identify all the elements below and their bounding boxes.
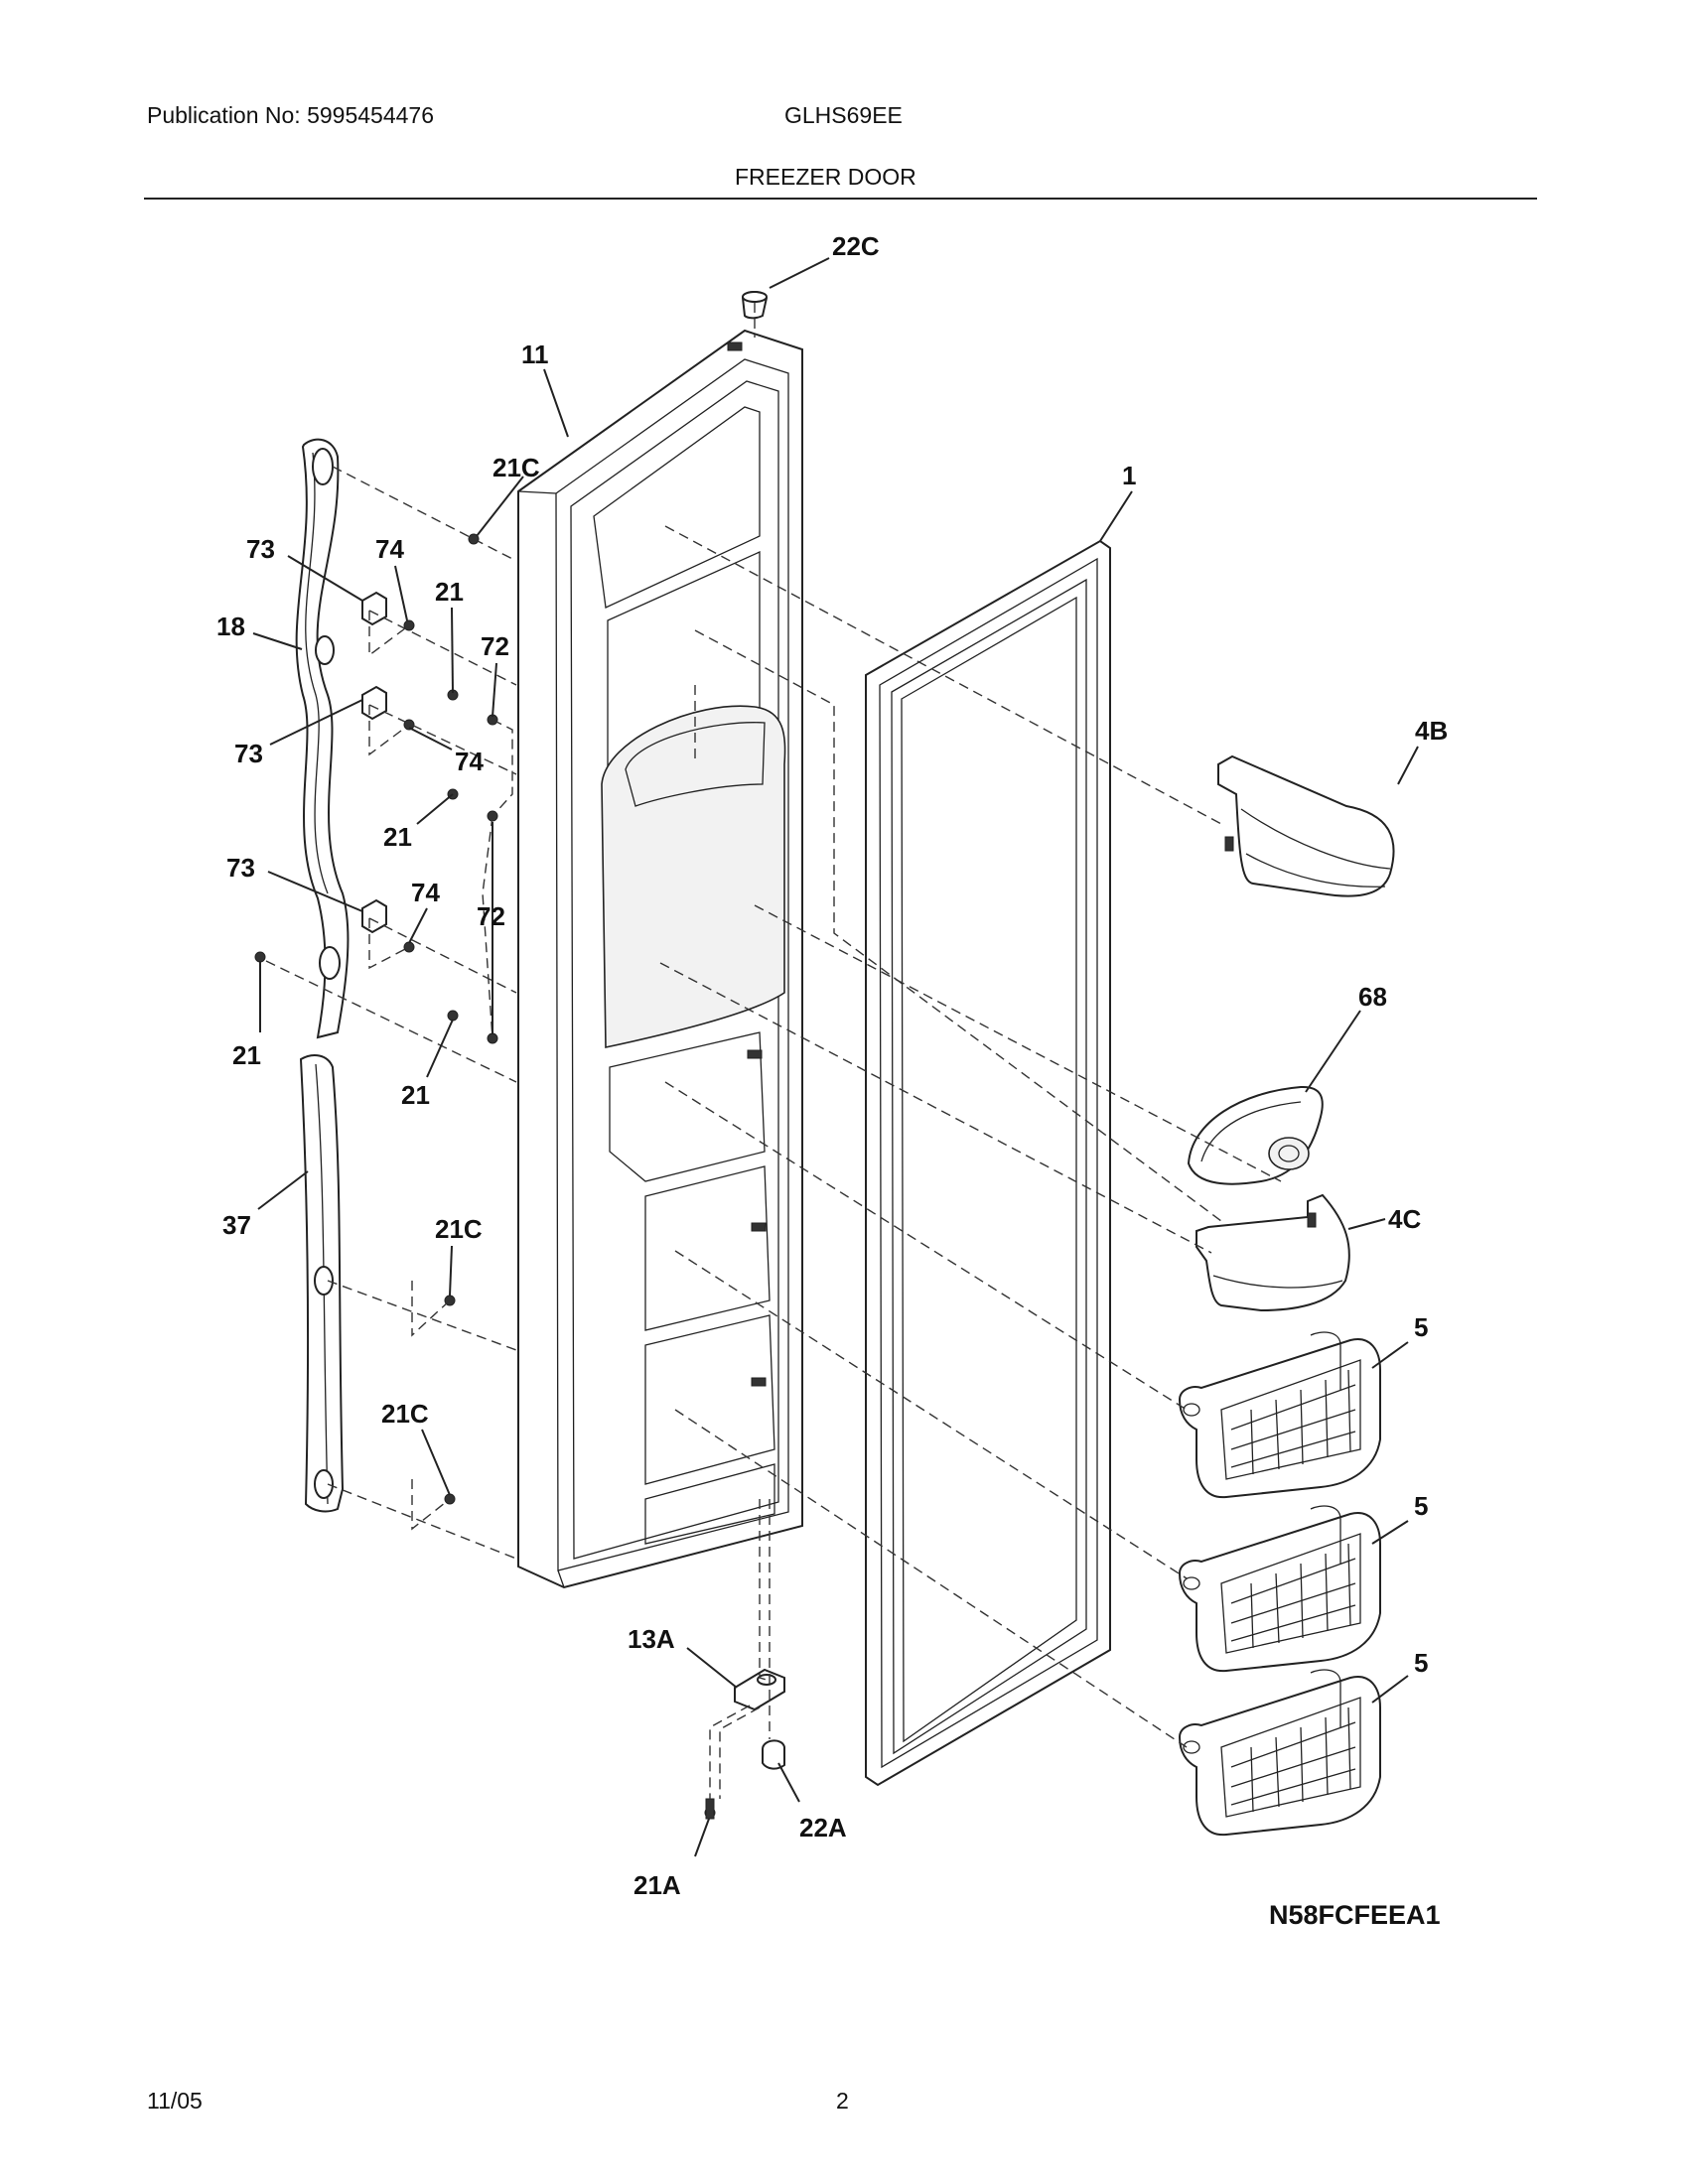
header-rule — [144, 198, 1537, 200]
wire-basket-5-c — [1178, 1669, 1381, 1837]
footer-date: 11/05 — [147, 2088, 203, 2114]
callout-4B: 4B — [1415, 716, 1448, 746]
handle-upper-18 — [295, 438, 350, 1039]
bottom-hinge-parts — [705, 1668, 785, 1820]
model-number: GLHS69EE — [784, 102, 903, 128]
publication-number: Publication No: 5995454476 — [147, 102, 435, 128]
callout-22C: 22C — [832, 231, 880, 261]
callout-4C: 4C — [1388, 1204, 1421, 1234]
page-number: 2 — [836, 2088, 849, 2114]
leader-lines — [252, 257, 1419, 1857]
callout-74-c: 74 — [411, 878, 440, 907]
handle-lower-37 — [299, 1054, 345, 1513]
callout-5-c: 5 — [1414, 1648, 1428, 1678]
callout-5-a: 5 — [1414, 1312, 1428, 1342]
callout-73-a: 73 — [246, 534, 275, 564]
wire-basket-5-b — [1178, 1505, 1381, 1673]
door-outer-panel — [517, 329, 803, 1589]
diagram-code: N58FCFEEA1 — [1269, 1900, 1441, 1930]
callout-21A: 21A — [633, 1870, 681, 1900]
callout-labels: 22C 11 21C 1 73 74 21 72 18 73 74 21 73 … — [216, 231, 1448, 1930]
ice-chute-68 — [1187, 1085, 1324, 1185]
callout-21-a: 21 — [435, 577, 464, 607]
door-bin-4C — [1196, 1193, 1350, 1312]
handle-clips-73 — [361, 591, 387, 934]
callout-21-d: 21 — [401, 1080, 430, 1110]
callout-37: 37 — [222, 1210, 251, 1240]
callout-74-a: 74 — [375, 534, 404, 564]
callout-72-b: 72 — [477, 901, 505, 931]
callout-21C-top: 21C — [492, 453, 540, 482]
callout-73-b: 73 — [234, 739, 263, 768]
callout-18: 18 — [216, 612, 245, 641]
callout-22A: 22A — [799, 1813, 847, 1843]
assembly-dashed-lines — [265, 303, 1282, 1799]
callout-21-b: 21 — [383, 822, 412, 852]
door-bin-4B — [1217, 754, 1395, 897]
callout-72-a: 72 — [481, 631, 509, 661]
callout-21C-mid: 21C — [435, 1214, 483, 1244]
callout-74-b: 74 — [455, 747, 484, 776]
callout-11: 11 — [521, 340, 549, 369]
section-title: FREEZER DOOR — [735, 164, 916, 190]
callout-21C-low: 21C — [381, 1399, 429, 1429]
callout-68: 68 — [1358, 982, 1387, 1012]
door-gasket — [865, 539, 1111, 1787]
callout-73-c: 73 — [226, 853, 255, 883]
callout-21-c: 21 — [232, 1040, 261, 1070]
wire-basket-5-a — [1178, 1331, 1381, 1499]
callout-1: 1 — [1122, 461, 1136, 490]
callout-5-b: 5 — [1414, 1491, 1428, 1521]
callout-13A: 13A — [628, 1624, 675, 1654]
